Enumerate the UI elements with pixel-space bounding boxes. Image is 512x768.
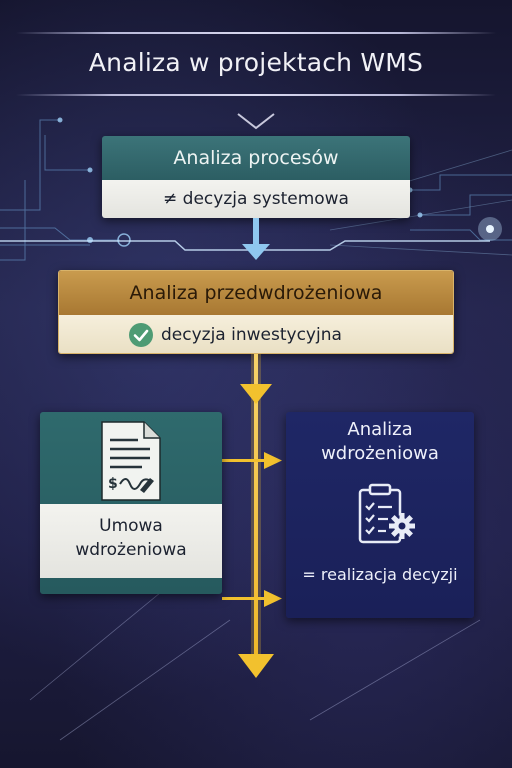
pre-implementation-subtitle-band: decyzja inwestycyjna <box>59 315 453 353</box>
process-analysis-title: Analiza procesów <box>102 136 410 180</box>
pre-implementation-title: Analiza przedwdrożeniowa <box>59 271 453 315</box>
gold-flow-arrows <box>222 354 282 678</box>
contract-label-line2: wdrożeniowa <box>75 540 187 560</box>
svg-text:$: $ <box>108 476 118 492</box>
implementation-title-line2: wdrożeniowa <box>321 443 439 464</box>
page-title: Analiza w projektach WMS <box>88 48 424 77</box>
pre-implementation-analysis-box: Analiza przedwdrożeniowa decyzja inwesty… <box>58 270 454 354</box>
process-analysis-subtitle: ≠ decyzja systemowa <box>102 180 410 218</box>
check-circle-icon <box>129 323 153 347</box>
implementation-contract-label-band: Umowa wdrożeniowa <box>40 504 222 578</box>
pre-implementation-subtitle: decyzja inwestycyjna <box>161 325 342 345</box>
title-top-rule <box>16 32 496 34</box>
implementation-analysis-title: Analiza wdrożeniowa <box>286 418 474 466</box>
implementation-analysis-box: Analiza wdrożeniowa <box>286 412 474 618</box>
arrow-down-blue <box>242 218 270 260</box>
implementation-analysis-subtitle: = realizacja decyzji <box>302 565 458 584</box>
implementation-contract-box: $ Umowa wdrożeniowa <box>40 412 222 594</box>
contract-label-line1: Umowa <box>99 516 163 536</box>
contract-document-icon: $ <box>101 421 161 501</box>
implementation-title-line1: Analiza <box>347 419 413 440</box>
chevron-down-icon <box>237 113 275 130</box>
title-bottom-rule <box>16 94 496 96</box>
clipboard-gear-icon <box>358 483 415 544</box>
process-analysis-box: Analiza procesów ≠ decyzja systemowa <box>102 136 410 218</box>
